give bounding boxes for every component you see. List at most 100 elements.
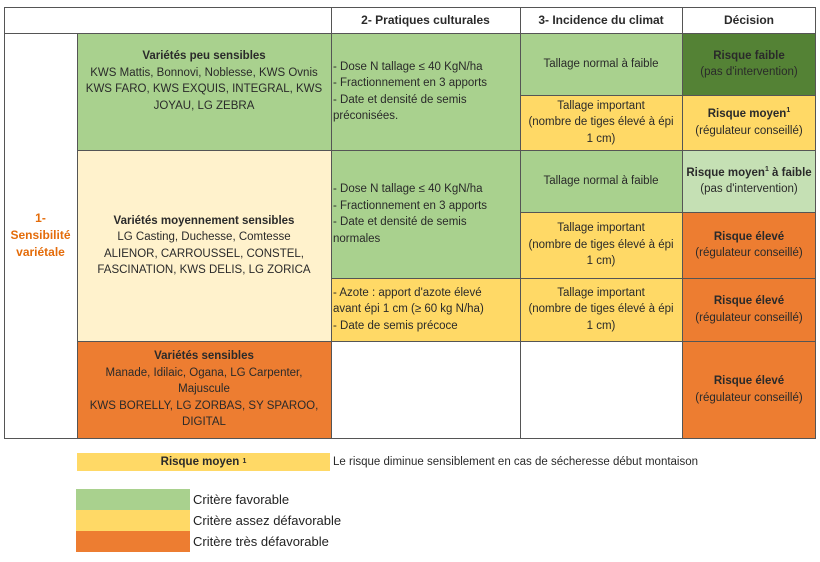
pratique-line: normales [333,232,381,245]
legend-swatch-assez-defavorable [76,510,190,531]
sensibilite-line-3: variétale [16,245,65,259]
variety-line: Manade, Idilaic, Ogana, LG Carpenter, [105,366,303,379]
variety-line: Majuscule [178,383,230,396]
climat-line: Tallage normal à faible [543,57,659,70]
pratique-line: - Fractionnement en 3 apports [333,199,488,212]
footnote-risque-moyen-badge: Risque moyen 1 [77,453,330,471]
header-climat: 3- Incidence du climat [520,7,682,33]
climat-line: Tallage normal à faible [543,174,659,187]
pratique-line: - Azote : apport d'azote élevé [333,286,482,299]
header-pratiques: 2- Pratiques culturales [331,7,520,33]
climat-line: 1 cm) [586,255,616,268]
pratique-line: - Dose N tallage ≤ 40 KgN/ha [333,183,483,195]
variety-line: ALIENOR, CARROUSSEL, CONSTEL, [103,247,305,260]
grid-line [77,33,78,438]
decision-note: (régulateur conseillé) [695,311,803,324]
variety-moyennement-sensibles: Variétés moyennement sensibles LG Castin… [77,150,331,341]
grid-line [77,150,816,151]
pratique-line: - Date et densité de semis [333,216,467,228]
climat-line: (nombre de tiges élevé à épi [528,303,674,316]
variety-line: KWS FARO, KWS EXQUIS, INTEGRAL, KWS [85,83,323,95]
footnote-label: Risque moyen [160,456,240,468]
header-climat-label: 3- Incidence du climat [538,12,664,27]
grid-line [520,212,816,213]
variety-title: Variétés peu sensibles [142,50,266,62]
pratique-line: préconisées. [333,110,399,122]
pratique-line: - Date de semis précoce [333,319,458,332]
decision-title: Risque moyen1 à faible [686,165,812,179]
legend-label-assez-defavorable: Critère assez défavorable [193,513,342,528]
footnote-marker: 1 [764,165,769,173]
grid-line [4,33,816,34]
header-empty-cell [4,7,331,33]
decision-note: (pas d'intervention) [700,66,798,78]
variety-line: KWS Mattis, Bonnovi, Noblesse, KWS Ovnis [90,66,318,79]
legend-swatch-favorable [76,489,190,510]
climat-line: 1 cm) [586,319,616,332]
decision-title: Risque élevé [713,295,785,307]
grid-line [815,7,816,439]
pratique-line: - Date et densité de semis [333,93,467,106]
variety-line: JOYAU, LG ZEBRA [153,99,255,112]
header-decision: Décision [682,7,816,33]
decision-row-3: Risque moyen1 à faible (pas d'interventi… [682,150,816,212]
grid-line [682,7,683,439]
climat-row-2: Tallage important (nombre de tiges élevé… [520,95,682,150]
pratiques-row-1: - Dose N tallage ≤ 40 KgN/ha - Fractionn… [331,33,520,150]
variety-sensibles: Variétés sensibles Manade, Idilaic, Ogan… [77,341,331,438]
grid-line [331,7,332,439]
decision-row-5: Risque élevé (régulateur conseillé) [682,278,816,341]
decision-title: Risque moyen1 [707,107,791,120]
climat-line: Tallage important [557,222,645,235]
grid-line [4,7,5,439]
variety-line: KWS BORELLY, LG ZORBAS, SY SPAROO, [89,399,319,412]
variety-peu-sensibles: Variétés peu sensibles KWS Mattis, Bonno… [77,33,331,150]
grid-line [520,7,521,439]
footnote-text: Le risque diminue sensiblement en cas de… [333,456,699,468]
sensibilite-line-2: Sensibilité [10,228,71,242]
decision-note: (régulateur conseillé) [695,391,803,404]
climat-row-4: Tallage important (nombre de tiges élevé… [520,212,682,278]
decision-note: (pas d'intervention) [700,183,798,195]
grid-line [4,7,816,8]
grid-line [4,438,816,439]
sensibilite-line-1: 1- [35,211,46,225]
variety-line: DIGITAL [182,416,226,429]
climat-row-1: Tallage normal à faible [520,33,682,95]
legend-label-favorable: Critère favorable [193,492,290,507]
decision-title: Risque élevé [713,230,785,243]
legend-label-tres-defavorable: Critère très défavorable [193,534,329,549]
climat-row-3: Tallage normal à faible [520,150,682,212]
grid-line [520,95,816,96]
climat-line: (nombre de tiges élevé à épi [528,116,674,129]
decision-note: (régulateur conseillé) [695,124,803,137]
climat-row-5: Tallage important (nombre de tiges élevé… [520,278,682,341]
pratique-line: avant épi 1 cm (≥ 60 kg N/ha) [333,303,484,316]
climat-line: Tallage important [557,99,645,112]
climat-empty-cell [520,341,682,438]
variety-line: LG Casting, Duchesse, Comtesse [117,231,291,243]
variety-title: Variétés moyennement sensibles [113,214,295,227]
pratiques-row-3: - Azote : apport d'azote élevé avant épi… [331,278,520,341]
pratique-line: - Fractionnement en 3 apports [333,77,488,89]
pratiques-empty-cell [331,341,520,438]
pratique-line: - Dose N tallage ≤ 40 KgN/ha [333,60,483,73]
decision-row-1: Risque faible (pas d'intervention) [682,33,816,95]
decision-note: (régulateur conseillé) [695,247,803,259]
variety-line: FASCINATION, KWS DELIS, LG ZORICA [97,264,311,276]
decision-row-6: Risque élevé (régulateur conseillé) [682,341,816,438]
grid-line [331,278,816,279]
variety-title: Variétés sensibles [154,350,254,363]
header-decision-label: Décision [723,12,774,27]
header-pratiques-label: 2- Pratiques culturales [361,12,490,27]
climat-line: 1 cm) [586,132,616,145]
decision-row-2: Risque moyen1 (régulateur conseillé) [682,95,816,150]
legend-swatch-tres-defavorable [76,531,190,552]
decision-title: Risque élevé [713,375,785,387]
climat-line: Tallage important [557,286,645,299]
grid-line [77,341,816,342]
sensibilite-varietale-cell: 1- Sensibilité variétale [4,33,77,438]
footnote-marker: 1 [786,107,791,115]
decision-row-4: Risque élevé (régulateur conseillé) [682,212,816,278]
pratiques-row-2: - Dose N tallage ≤ 40 KgN/ha - Fractionn… [331,150,520,278]
